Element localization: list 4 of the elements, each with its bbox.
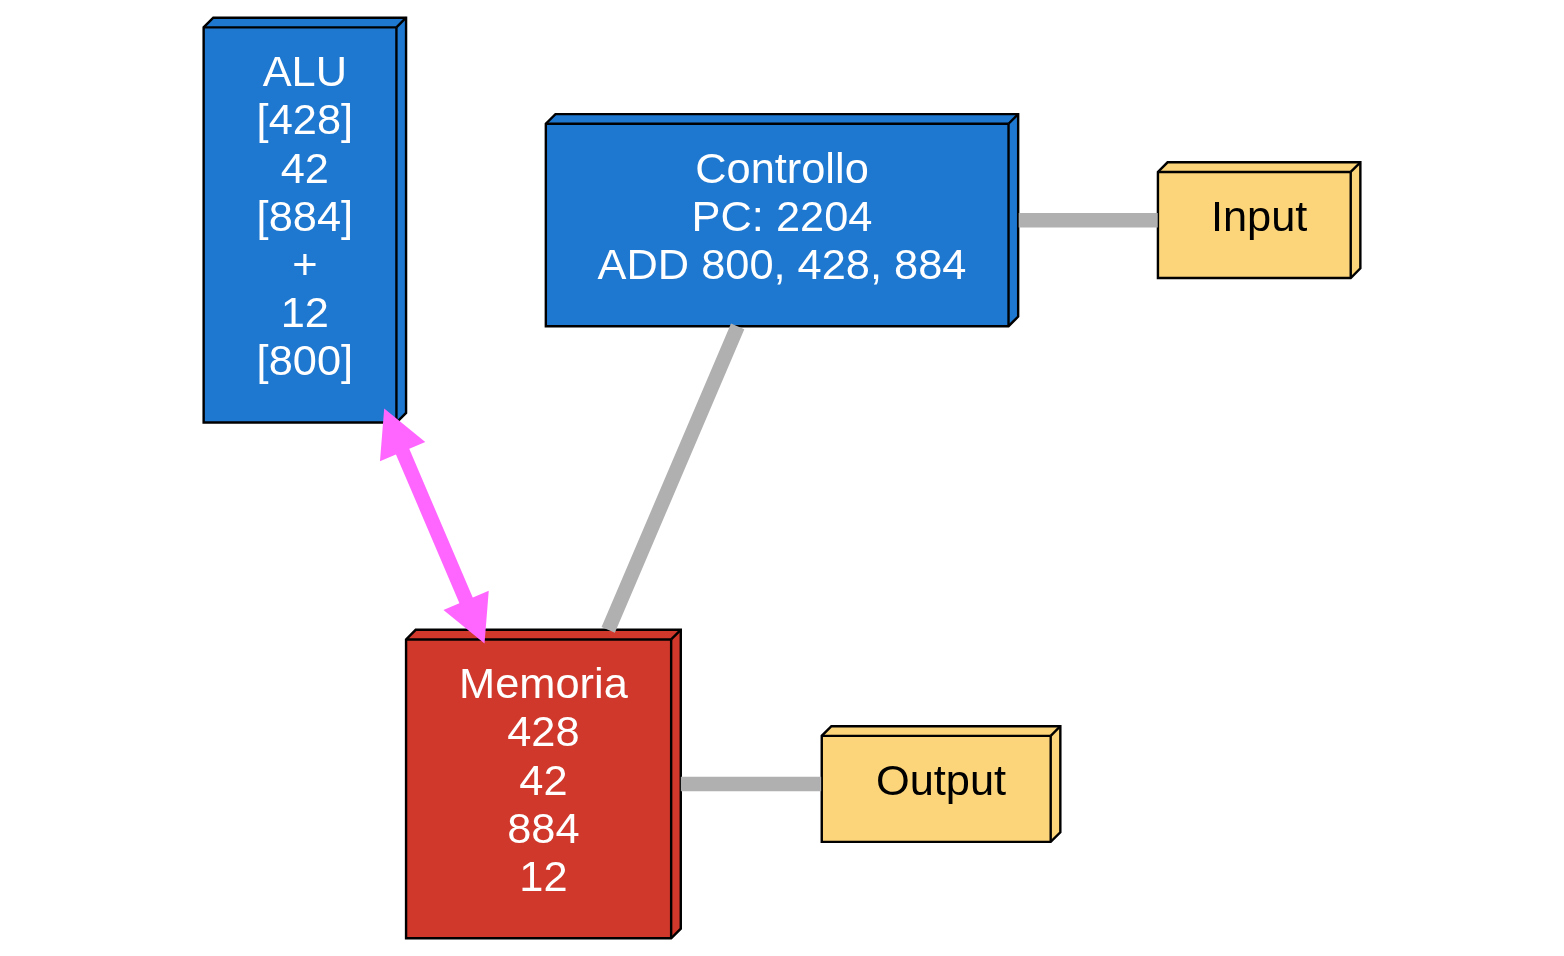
connector: [601, 323, 745, 633]
connector: [680, 776, 822, 792]
arrow: [380, 408, 489, 644]
connector: [1018, 212, 1158, 228]
